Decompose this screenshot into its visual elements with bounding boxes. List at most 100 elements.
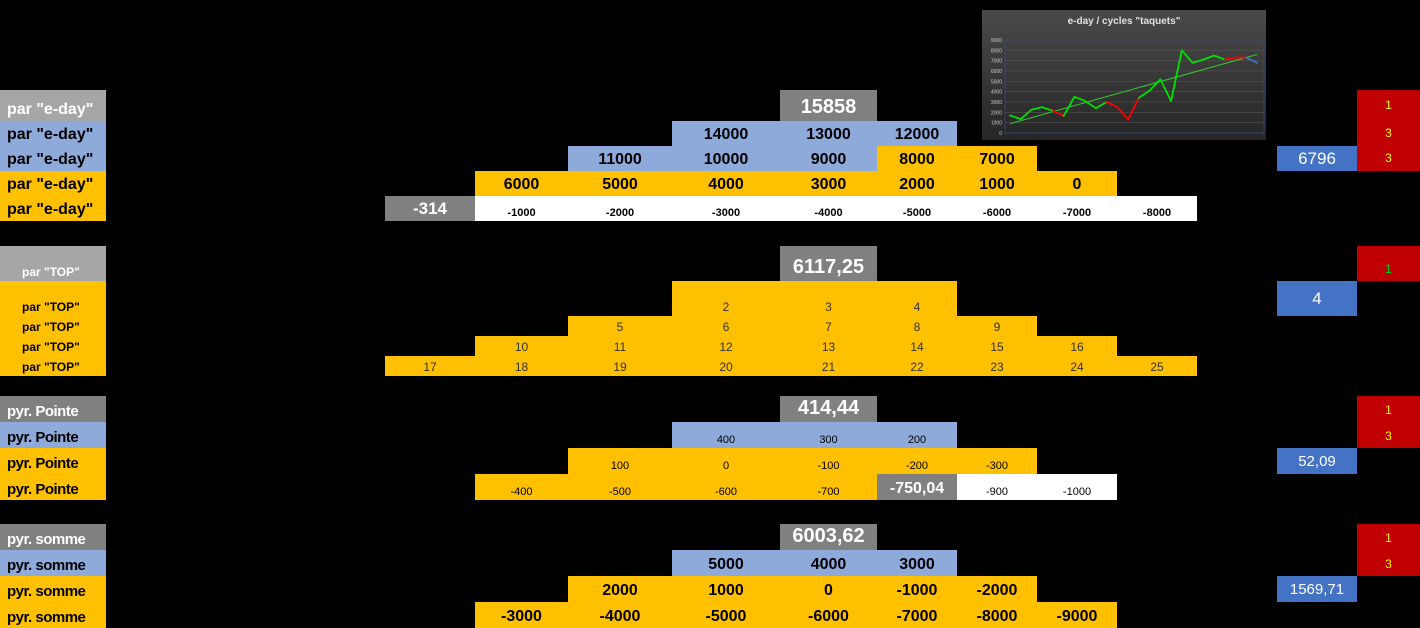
value-cell[interactable]: 10000	[672, 146, 780, 171]
result-cell[interactable]: -314	[385, 196, 475, 221]
value-cell[interactable]: 12000	[877, 121, 957, 146]
value-cell[interactable]: 2000	[877, 171, 957, 196]
value-cell[interactable]: -300	[957, 448, 1037, 474]
value-cell[interactable]: 100	[568, 448, 672, 474]
value-cell[interactable]: 4000	[672, 171, 780, 196]
value-cell[interactable]: -400	[475, 474, 568, 500]
value-cell[interactable]: -1000	[1037, 474, 1117, 500]
value-cell[interactable]: 25	[1117, 356, 1197, 376]
value-cell[interactable]: -3000	[672, 196, 780, 221]
value-cell[interactable]: 400	[672, 422, 780, 448]
result-cell[interactable]: 414,44	[780, 396, 877, 422]
value-cell[interactable]: 11000	[568, 146, 672, 171]
value-cell[interactable]: 4000	[780, 550, 877, 576]
value-cell[interactable]: 8000	[877, 146, 957, 171]
value-cell[interactable]: 14	[877, 336, 957, 356]
value-cell[interactable]: 5	[568, 316, 672, 336]
value-cell[interactable]: -900	[957, 474, 1037, 500]
side-value-cell[interactable]: 52,09	[1277, 448, 1357, 474]
side-value-cell[interactable]: 6796	[1277, 146, 1357, 171]
value-cell[interactable]: 15	[957, 336, 1037, 356]
value-cell[interactable]: 3	[780, 281, 877, 316]
value-cell[interactable]: 19	[568, 356, 672, 376]
series-segment	[1159, 78, 1172, 102]
value-cell[interactable]: 1000	[672, 576, 780, 602]
value-cell-text: 6	[722, 320, 730, 334]
row-label: par "e-day"	[0, 196, 106, 221]
row-label-text: par "TOP"	[22, 360, 80, 374]
value-cell[interactable]: 3000	[780, 171, 877, 196]
value-cell[interactable]: 5000	[568, 171, 672, 196]
value-cell[interactable]: -200	[877, 448, 957, 474]
value-cell[interactable]: -6000	[957, 196, 1037, 221]
value-cell[interactable]: -500	[568, 474, 672, 500]
value-cell[interactable]: -5000	[877, 196, 957, 221]
value-cell[interactable]: 2000	[568, 576, 672, 602]
value-cell[interactable]: 24	[1037, 356, 1117, 376]
value-cell-text: -5000	[902, 207, 932, 219]
value-cell[interactable]: 6	[672, 316, 780, 336]
value-cell[interactable]: 13	[780, 336, 877, 356]
result-cell[interactable]: -750,04	[877, 474, 957, 500]
value-cell[interactable]: -100	[780, 448, 877, 474]
value-cell[interactable]: -600	[672, 474, 780, 500]
value-cell[interactable]: 22	[877, 356, 957, 376]
value-cell[interactable]: -9000	[1037, 602, 1117, 628]
series-segment	[1084, 100, 1097, 110]
value-cell[interactable]: 1000	[957, 171, 1037, 196]
value-cell[interactable]: 0	[672, 448, 780, 474]
value-cell[interactable]: 5000	[672, 550, 780, 576]
value-cell[interactable]: 300	[780, 422, 877, 448]
value-cell[interactable]: 13000	[780, 121, 877, 146]
value-cell[interactable]: 10	[475, 336, 568, 356]
value-cell[interactable]: 6000	[475, 171, 568, 196]
value-cell[interactable]: 9	[957, 316, 1037, 336]
value-cell[interactable]: -5000	[672, 602, 780, 628]
value-cell[interactable]: -8000	[957, 602, 1037, 628]
value-cell[interactable]: 0	[780, 576, 877, 602]
value-cell[interactable]: -1000	[877, 576, 957, 602]
value-cell[interactable]: -8000	[1117, 196, 1197, 221]
side-value-cell[interactable]: 1569,71	[1277, 576, 1357, 602]
y-tick-label: 9000	[991, 38, 1002, 44]
value-cell[interactable]: 0	[1037, 171, 1117, 196]
value-cell[interactable]: 9000	[780, 146, 877, 171]
value-cell[interactable]: 21	[780, 356, 877, 376]
value-cell[interactable]: -3000	[475, 602, 568, 628]
value-cell[interactable]: 8	[877, 316, 957, 336]
value-cell[interactable]: -6000	[780, 602, 877, 628]
value-cell[interactable]: 11	[568, 336, 672, 356]
value-cell[interactable]: 20	[672, 356, 780, 376]
side-value-cell[interactable]: 4	[1277, 281, 1357, 316]
value-cell[interactable]: -2000	[957, 576, 1037, 602]
result-cell[interactable]: 6003,62	[780, 524, 877, 550]
result-cell[interactable]: 6117,25	[780, 246, 877, 281]
value-cell[interactable]: 7	[780, 316, 877, 336]
value-cell[interactable]: 200	[877, 422, 957, 448]
value-cell-text: -100	[817, 460, 840, 472]
value-cell[interactable]: 4	[877, 281, 957, 316]
value-cell-text: 25	[1150, 360, 1164, 374]
value-cell-text: 17	[423, 360, 437, 374]
value-cell[interactable]: 3000	[877, 550, 957, 576]
value-cell[interactable]: 12	[672, 336, 780, 356]
value-cell[interactable]: 17	[385, 356, 475, 376]
value-cell[interactable]: -2000	[568, 196, 672, 221]
value-cell[interactable]: 14000	[672, 121, 780, 146]
result-cell[interactable]: 15858	[780, 90, 877, 121]
value-cell[interactable]: -4000	[780, 196, 877, 221]
series-segment	[1105, 101, 1119, 109]
value-cell[interactable]: -7000	[1037, 196, 1117, 221]
value-cell[interactable]: -7000	[877, 602, 957, 628]
value-cell[interactable]: 16	[1037, 336, 1117, 356]
value-cell[interactable]: -700	[780, 474, 877, 500]
value-cell[interactable]: 2	[672, 281, 780, 316]
value-cell[interactable]: -1000	[475, 196, 568, 221]
value-cell[interactable]: 7000	[957, 146, 1037, 171]
value-cell[interactable]: 23	[957, 356, 1037, 376]
row-label-text: par "e-day"	[7, 176, 94, 193]
value-cell[interactable]: 18	[475, 356, 568, 376]
row-label: par "TOP"	[0, 336, 106, 356]
value-cell[interactable]: -4000	[568, 602, 672, 628]
